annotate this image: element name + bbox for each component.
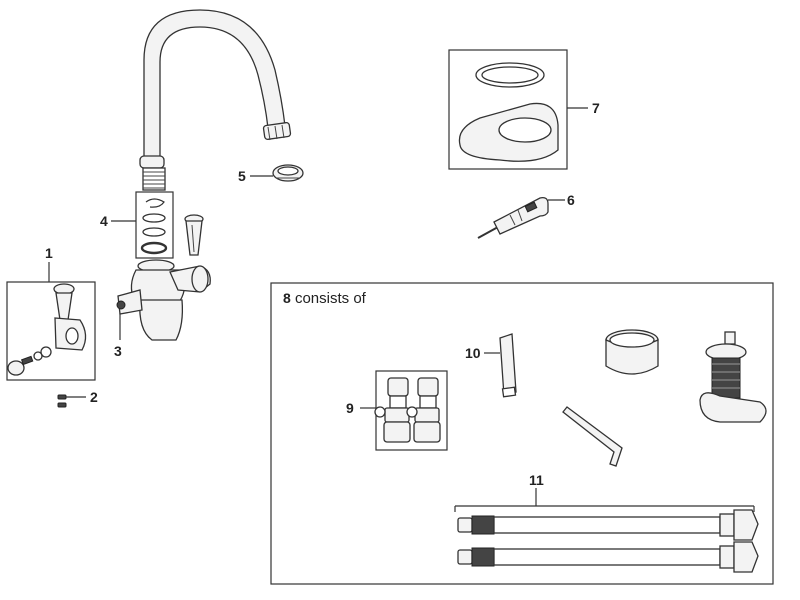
callout-7: 7 <box>592 100 600 116</box>
isolation-valve-left <box>374 377 411 443</box>
tap-body <box>116 259 211 341</box>
spout-thread <box>142 167 166 191</box>
part-10-fixing-stud <box>484 333 517 398</box>
callout-10: 10 <box>465 345 481 361</box>
kit-cap-nut <box>605 329 659 375</box>
part-4-seals <box>135 191 174 259</box>
callout-8: 8 <box>283 290 291 306</box>
callout-1: 1 <box>45 245 53 261</box>
callout-11: 11 <box>529 472 544 488</box>
callout-3: 3 <box>114 343 122 359</box>
callout-6: 6 <box>567 192 575 208</box>
part-6-spanner <box>477 196 565 239</box>
flexible-hose-lower <box>457 541 759 573</box>
kit-allen-key <box>562 406 623 467</box>
kit-fixing-bracket <box>699 331 767 423</box>
callout-5: 5 <box>238 168 246 184</box>
kit-8-caption-text: consists of <box>291 290 367 307</box>
tap-spout <box>139 9 292 169</box>
callout-2: 2 <box>90 389 98 405</box>
part-9-isolation-valves <box>360 370 448 451</box>
kit-8-caption: 8 consists of <box>283 290 367 307</box>
flexible-hose-upper <box>457 509 759 541</box>
isolation-valve-right <box>406 377 441 443</box>
kit-8-box: 8 consists of <box>270 282 774 585</box>
part-7-mounting-plate <box>448 49 588 170</box>
part-2-grub-screws <box>57 394 67 408</box>
part-5-aerator <box>272 164 304 182</box>
part-1-handle-kit <box>6 281 96 381</box>
callout-9: 9 <box>346 400 354 416</box>
tap-handle-right <box>184 214 204 256</box>
part-11-flexible-hoses <box>454 488 759 573</box>
callout-4: 4 <box>100 213 108 229</box>
